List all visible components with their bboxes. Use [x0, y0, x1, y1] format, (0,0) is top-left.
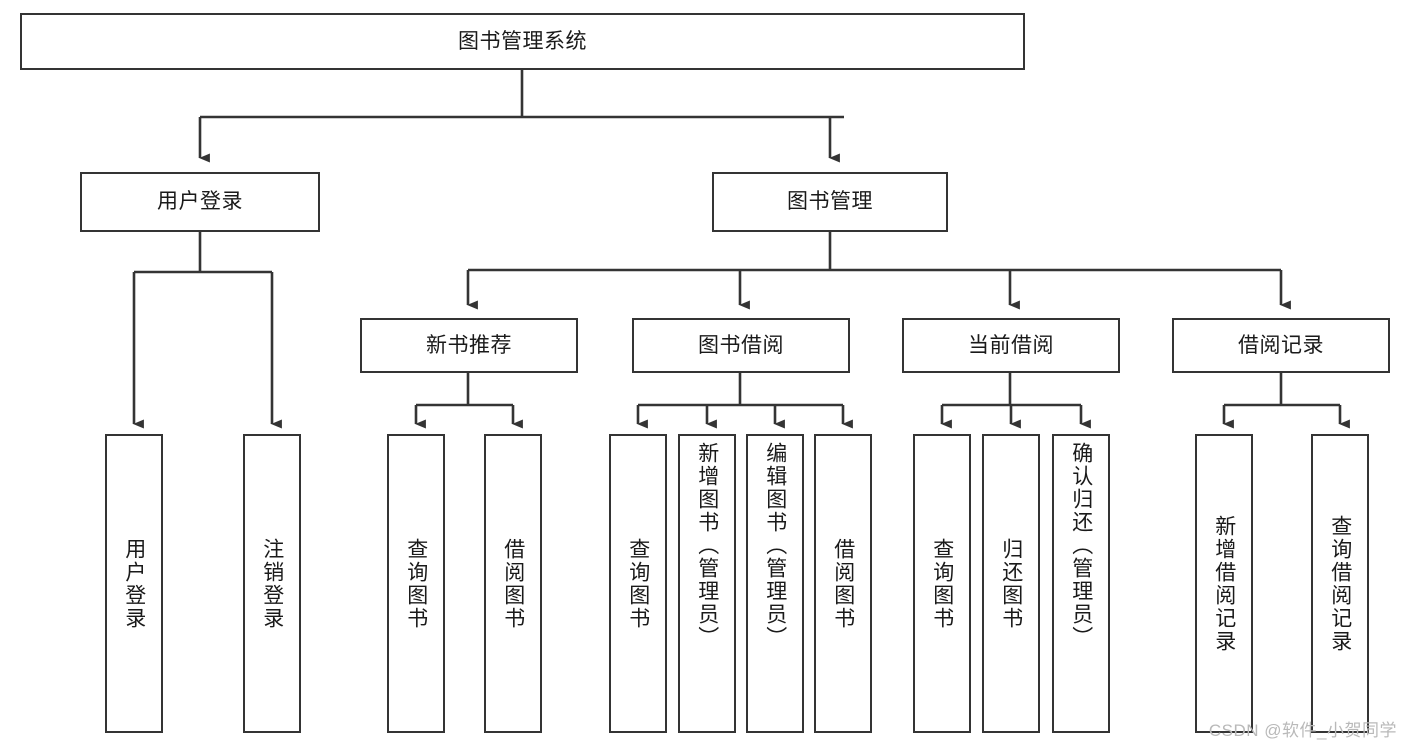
leaf-book-borrow-borrow-label: 借阅图书 [831, 537, 855, 630]
leaf-new-book-query-label: 查询图书 [404, 537, 428, 630]
node-current-borrow-label: 当前借阅 [968, 333, 1054, 357]
leaf-book-borrow-edit-label: 编辑图书（管理员） [763, 442, 787, 649]
node-book-borrow[interactable]: 图书借阅 [632, 318, 850, 373]
leaf-user-login-login[interactable]: 用户登录 [105, 434, 163, 733]
leaf-current-borrow-confirm[interactable]: 确认归还（管理员） [1052, 434, 1110, 733]
node-new-book-recommend[interactable]: 新书推荐 [360, 318, 578, 373]
leaf-current-borrow-query[interactable]: 查询图书 [913, 434, 971, 733]
leaf-book-borrow-borrow[interactable]: 借阅图书 [814, 434, 872, 733]
leaf-book-borrow-add-label: 新增图书（管理员） [695, 442, 719, 649]
node-root-system-label: 图书管理系统 [458, 29, 587, 53]
node-current-borrow[interactable]: 当前借阅 [902, 318, 1120, 373]
leaf-borrow-record-add[interactable]: 新增借阅记录 [1195, 434, 1253, 733]
node-root-system[interactable]: 图书管理系统 [20, 13, 1025, 70]
node-new-book-recommend-label: 新书推荐 [426, 333, 512, 357]
leaf-book-borrow-edit[interactable]: 编辑图书（管理员） [746, 434, 804, 733]
leaf-book-borrow-add[interactable]: 新增图书（管理员） [678, 434, 736, 733]
node-book-management[interactable]: 图书管理 [712, 172, 948, 232]
node-user-login[interactable]: 用户登录 [80, 172, 320, 232]
leaf-borrow-record-query[interactable]: 查询借阅记录 [1311, 434, 1369, 733]
leaf-book-borrow-query[interactable]: 查询图书 [609, 434, 667, 733]
csdn-watermark: CSDN @软件_小贺同学 [1208, 721, 1397, 740]
leaf-borrow-record-add-label: 新增借阅记录 [1212, 514, 1236, 653]
leaf-user-login-logout-label: 注销登录 [260, 537, 284, 630]
leaf-user-login-login-label: 用户登录 [122, 537, 146, 630]
node-borrow-record-label: 借阅记录 [1238, 333, 1324, 357]
leaf-user-login-logout[interactable]: 注销登录 [243, 434, 301, 733]
leaf-new-book-borrow-label: 借阅图书 [501, 537, 525, 630]
leaf-current-borrow-confirm-label: 确认归还（管理员） [1069, 442, 1093, 649]
leaf-current-borrow-query-label: 查询图书 [930, 537, 954, 630]
leaf-book-borrow-query-label: 查询图书 [626, 537, 650, 630]
leaf-new-book-borrow[interactable]: 借阅图书 [484, 434, 542, 733]
node-borrow-record[interactable]: 借阅记录 [1172, 318, 1390, 373]
leaf-new-book-query[interactable]: 查询图书 [387, 434, 445, 733]
node-book-management-label: 图书管理 [787, 190, 873, 214]
leaf-current-borrow-return[interactable]: 归还图书 [982, 434, 1040, 733]
node-user-login-label: 用户登录 [157, 190, 243, 214]
leaf-borrow-record-query-label: 查询借阅记录 [1328, 514, 1352, 653]
leaf-current-borrow-return-label: 归还图书 [999, 537, 1023, 630]
node-book-borrow-label: 图书借阅 [698, 333, 784, 357]
